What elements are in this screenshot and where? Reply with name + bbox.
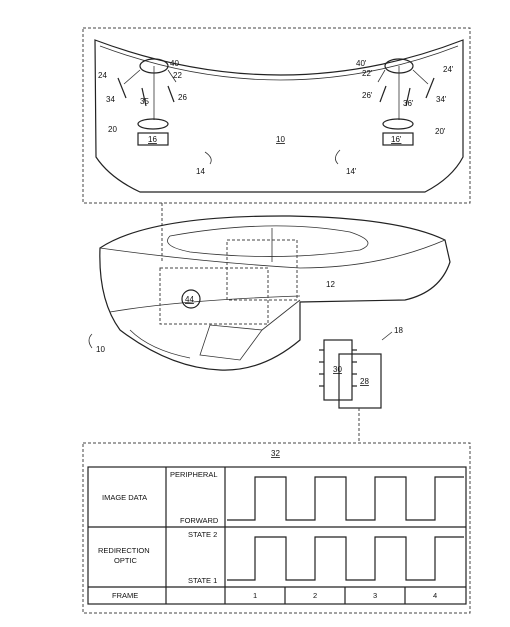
redirection-optic-waveform (227, 536, 464, 581)
row2-top: STATE 2 (188, 530, 217, 539)
arrow-ref-left: 14 (196, 167, 205, 176)
frame-3: 3 (373, 591, 377, 600)
timing-table: IMAGE DATA PERIPHERAL FORWARD REDIRECTIO… (87, 466, 467, 605)
controller-ref: 18 (394, 326, 403, 335)
svg-text:34': 34' (436, 95, 447, 104)
svg-text:24: 24 (98, 71, 107, 80)
board-ref: 28 (360, 377, 369, 386)
svg-text:40: 40 (170, 59, 179, 68)
body-ref: 12 (326, 280, 335, 289)
row1-bottom: FORWARD (180, 516, 219, 525)
row2-bottom: STATE 1 (188, 576, 217, 585)
visor-panel-frame (82, 27, 471, 204)
svg-text:34: 34 (106, 95, 115, 104)
row2-label-a: REDIRECTION (98, 546, 150, 555)
right-optic-group: 16' 40' 24' 22' 34' 36' 26' 20' (356, 58, 454, 146)
frame-1: 1 (253, 591, 257, 600)
left-device-ref: 16 (148, 135, 157, 144)
svg-text:26': 26' (362, 91, 373, 100)
controller-board: 30 28 (319, 339, 382, 409)
timing-panel-frame (82, 442, 471, 614)
right-device-ref: 16' (391, 135, 402, 144)
svg-text:20': 20' (435, 127, 446, 136)
circle-ref: 44 (185, 295, 194, 304)
frame-2: 2 (313, 591, 317, 600)
device-ref: 10 (96, 345, 105, 354)
timing-panel-ref: 32 (271, 449, 280, 458)
left-optic-group: 16 40 24 22 34 35 26 20 (98, 58, 187, 146)
visor-outline (94, 39, 464, 193)
svg-text:35: 35 (140, 97, 149, 106)
svg-text:24': 24' (443, 65, 454, 74)
image-data-waveform (227, 476, 464, 521)
svg-text:22': 22' (362, 69, 373, 78)
svg-text:22: 22 (173, 71, 182, 80)
svg-text:36': 36' (403, 99, 414, 108)
frame-label: FRAME (112, 591, 138, 600)
row2-label-b: OPTIC (114, 556, 138, 565)
svg-text:40': 40' (356, 59, 367, 68)
row1-label: IMAGE DATA (102, 493, 147, 502)
headset-drawing: 44 12 (99, 215, 451, 371)
chip-ref: 30 (333, 365, 342, 374)
row1-top: PERIPHERAL (170, 470, 218, 479)
arrow-ref-right: 14' (346, 167, 357, 176)
visor-ref: 10 (276, 135, 285, 144)
frame-4: 4 (433, 591, 437, 600)
svg-text:20: 20 (108, 125, 117, 134)
svg-text:26: 26 (178, 93, 187, 102)
